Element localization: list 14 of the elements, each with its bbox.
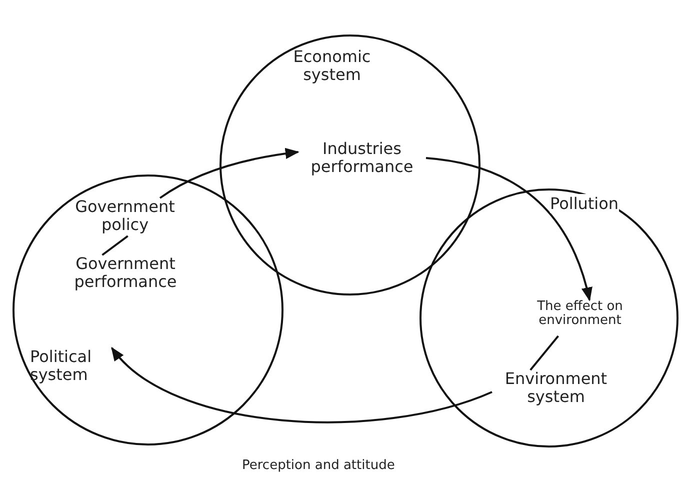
node-label: Government policy xyxy=(74,198,176,234)
node-label: Environment system xyxy=(504,370,608,406)
connector-line xyxy=(102,235,128,256)
caption-label: Perception and attitude xyxy=(242,458,395,473)
node-label: Government performance xyxy=(73,255,178,290)
curved-arrow xyxy=(159,148,300,199)
curved-arrow xyxy=(110,346,492,424)
curved-arrow xyxy=(426,157,592,302)
connector-line xyxy=(530,335,560,371)
edge-label: Pollution xyxy=(550,194,619,213)
node-label: Economic system xyxy=(292,48,372,84)
node-label: The effect on environment xyxy=(536,300,624,329)
node-label: Political system xyxy=(30,348,93,384)
node-label: Industries performance xyxy=(310,140,414,176)
